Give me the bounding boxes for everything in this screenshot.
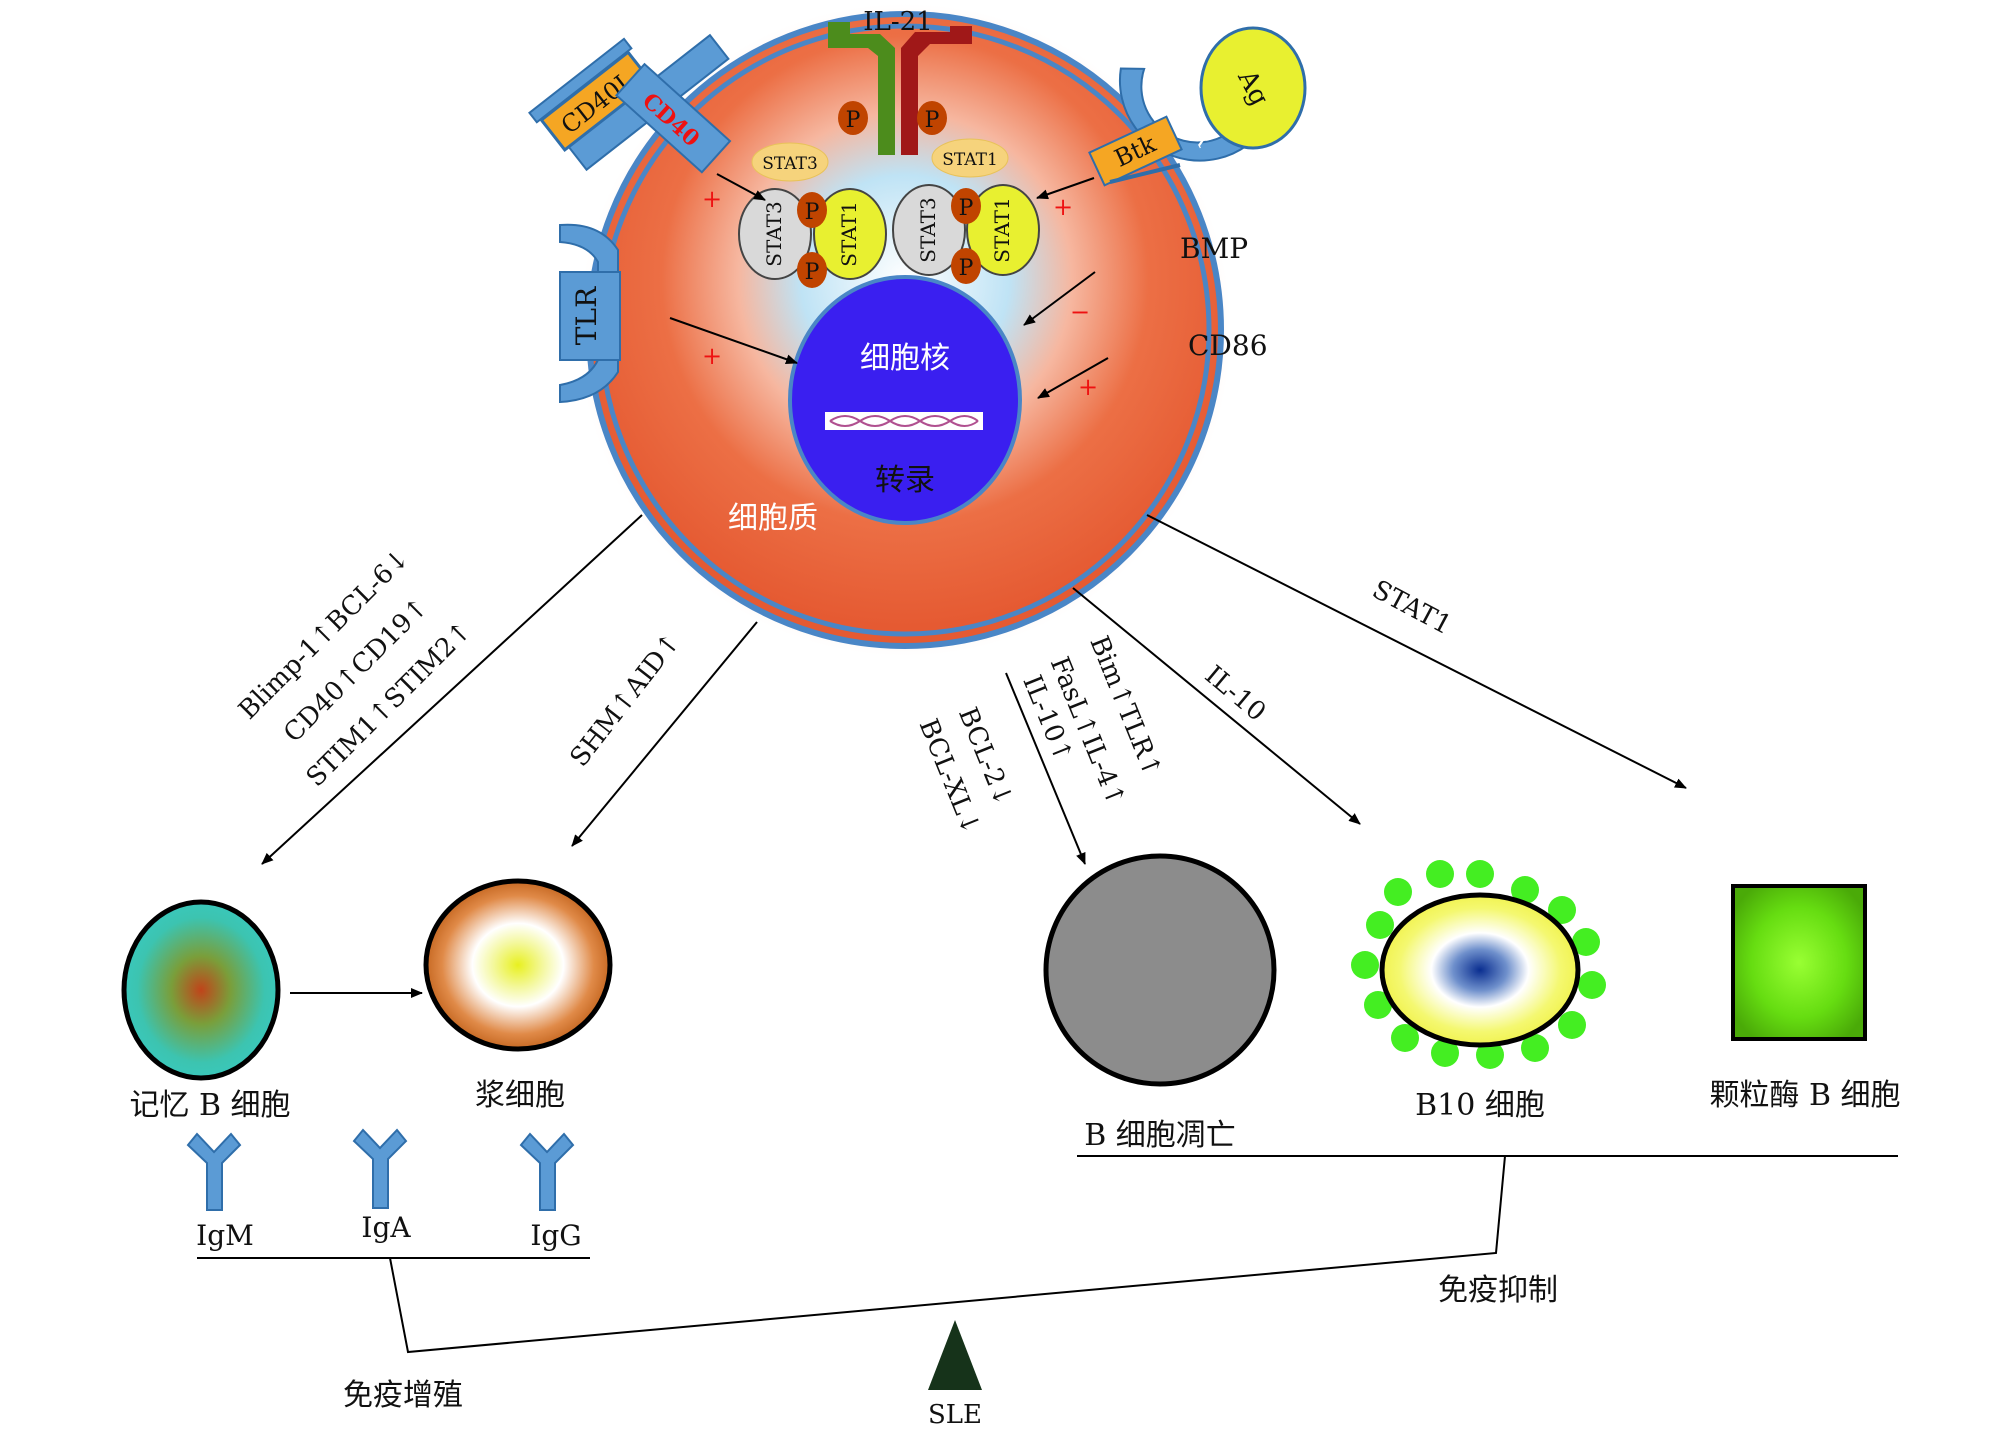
il21-receptor-red bbox=[901, 26, 972, 155]
apoptotic-b-cell-label: B 细胞凋亡 bbox=[1084, 1118, 1236, 1153]
igg-label: IgG bbox=[530, 1219, 581, 1252]
phospho-stat-left-bottom-label: P bbox=[805, 260, 820, 285]
tlr-receptor: TLR bbox=[559, 223, 621, 404]
stat3-right-label: STAT3 bbox=[916, 197, 940, 262]
plus-sign-cd40: + bbox=[702, 185, 722, 213]
stat3-free-label: STAT3 bbox=[762, 154, 818, 174]
il21-receptor-green bbox=[828, 22, 895, 155]
arrow-to-granzyme bbox=[1146, 514, 1687, 789]
balance-beam bbox=[389, 1155, 1506, 1354]
granzyme-b-cell: 颗粒酶 B 细胞 bbox=[1709, 884, 1901, 1113]
iga-label: IgA bbox=[361, 1211, 411, 1244]
transcription-label: 转录 bbox=[875, 463, 935, 498]
phospho-stat-right-bottom-label: P bbox=[959, 256, 974, 281]
b10-cell-body bbox=[1379, 892, 1581, 1048]
nucleus-label: 细胞核 bbox=[860, 341, 950, 376]
phospho-right-label: P bbox=[925, 108, 940, 133]
antibodies: IgM IgA IgG bbox=[186, 1128, 582, 1252]
iga-antibody-icon: IgA bbox=[352, 1128, 411, 1244]
stat3-right bbox=[892, 184, 966, 276]
stat-complex-right: STAT1 STAT3 STAT1 P P bbox=[892, 138, 1040, 284]
nucleus bbox=[788, 275, 1022, 525]
granzyme-b-cell-label: 颗粒酶 B 细胞 bbox=[1709, 1078, 1900, 1113]
plus-sign-tlr: + bbox=[702, 342, 722, 370]
arrow-bmp-to-nucleus bbox=[1023, 271, 1096, 326]
phospho-stat-left-top bbox=[797, 192, 827, 228]
immune-balance: SLE 免疫增殖 免疫抑制 bbox=[197, 1155, 1898, 1429]
stat3-left-label: STAT3 bbox=[762, 201, 786, 266]
b10-pathway-label: IL-10 bbox=[1199, 660, 1271, 728]
antigen bbox=[1199, 26, 1307, 150]
memory-b-cell-label: 记忆 B 细胞 bbox=[129, 1088, 290, 1123]
stat1-left-label: STAT1 bbox=[837, 201, 861, 266]
suppression-label: 免疫抑制 bbox=[1438, 1273, 1558, 1308]
bcr-receptor: BCR Ag Btk bbox=[1088, 26, 1307, 187]
arrow-to-apoptosis bbox=[1005, 672, 1086, 865]
plasma-cell-body bbox=[423, 878, 613, 1052]
b10-cell-label: B10 细胞 bbox=[1415, 1088, 1545, 1123]
phospho-stat-left-bottom bbox=[797, 252, 827, 288]
phospho-left bbox=[838, 101, 868, 135]
phospho-stat-right-top-label: P bbox=[959, 196, 974, 221]
proliferation-label: 免疫增殖 bbox=[343, 1378, 463, 1413]
stat1-right bbox=[966, 184, 1040, 276]
sle-fulcrum-icon bbox=[928, 1320, 982, 1390]
granzyme-pathway-label: STAT1 bbox=[1367, 575, 1456, 641]
memory-b-cell-body bbox=[121, 899, 281, 1081]
b10-cell-granules bbox=[1351, 860, 1606, 1069]
b10-cell: B10 细胞 bbox=[1351, 860, 1606, 1123]
phospho-left-label: P bbox=[846, 108, 861, 133]
tlr-label: TLR bbox=[570, 286, 603, 345]
pathway-arrows bbox=[261, 514, 1687, 998]
cytoplasm-label: 细胞质 bbox=[728, 501, 818, 536]
phospho-right bbox=[917, 101, 947, 135]
granzyme-b-cell-body bbox=[1731, 884, 1867, 1041]
stat1-free bbox=[931, 138, 1009, 178]
arrow-tlr-to-nucleus bbox=[669, 317, 798, 365]
stat1-right-label: STAT1 bbox=[990, 197, 1014, 262]
arrow-btk-to-stat bbox=[1036, 177, 1095, 200]
plasma-cell: 浆细胞 bbox=[423, 878, 613, 1113]
dna-helix-icon bbox=[825, 412, 983, 430]
memory-b-cell: 记忆 B 细胞 bbox=[121, 899, 291, 1123]
stat3-free bbox=[751, 142, 829, 182]
arrow-to-b10 bbox=[1072, 587, 1361, 825]
igg-antibody-icon: IgG bbox=[519, 1132, 582, 1252]
apoptotic-b-cell: B 细胞凋亡 bbox=[1043, 853, 1277, 1153]
stat1-free-label: STAT1 bbox=[942, 150, 998, 170]
plus-sign-btk: + bbox=[1053, 193, 1073, 221]
sle-label: SLE bbox=[928, 1400, 982, 1429]
stat1-left bbox=[813, 188, 887, 280]
il21-label: IL-21 bbox=[863, 7, 932, 37]
internal-arrows bbox=[669, 173, 1109, 399]
minus-sign-bmp: − bbox=[1070, 298, 1090, 326]
phospho-stat-right-top bbox=[951, 188, 981, 224]
plasma-pathway-label: SHM↑AID↑ bbox=[564, 628, 687, 773]
igm-antibody-icon: IgM bbox=[186, 1132, 254, 1252]
apoptotic-b-cell-body bbox=[1043, 853, 1277, 1087]
arrow-to-memory bbox=[261, 514, 643, 865]
signal-signs: + + + − + bbox=[702, 185, 1098, 401]
phospho-stat-left-top-label: P bbox=[805, 200, 820, 225]
arrow-cd86-to-nucleus bbox=[1037, 357, 1109, 399]
stat-complex-left: STAT3 STAT3 STAT1 P P bbox=[738, 142, 887, 288]
plasma-cell-label: 浆细胞 bbox=[475, 1078, 565, 1113]
igm-label: IgM bbox=[196, 1219, 254, 1252]
stat3-left bbox=[738, 188, 812, 280]
arrow-to-plasma bbox=[571, 621, 758, 847]
btk-box bbox=[1088, 115, 1183, 187]
arrow-cd40-to-stat bbox=[716, 173, 766, 201]
phospho-stat-right-bottom bbox=[951, 248, 981, 284]
bmp-label: BMP bbox=[1180, 232, 1248, 265]
b-cell: 细胞质 细胞核 转录 bbox=[577, 2, 1233, 658]
il21-receptor: IL-21 P P bbox=[828, 7, 972, 155]
cd86-label: CD86 bbox=[1188, 329, 1268, 362]
plus-sign-cd86: + bbox=[1078, 373, 1098, 401]
